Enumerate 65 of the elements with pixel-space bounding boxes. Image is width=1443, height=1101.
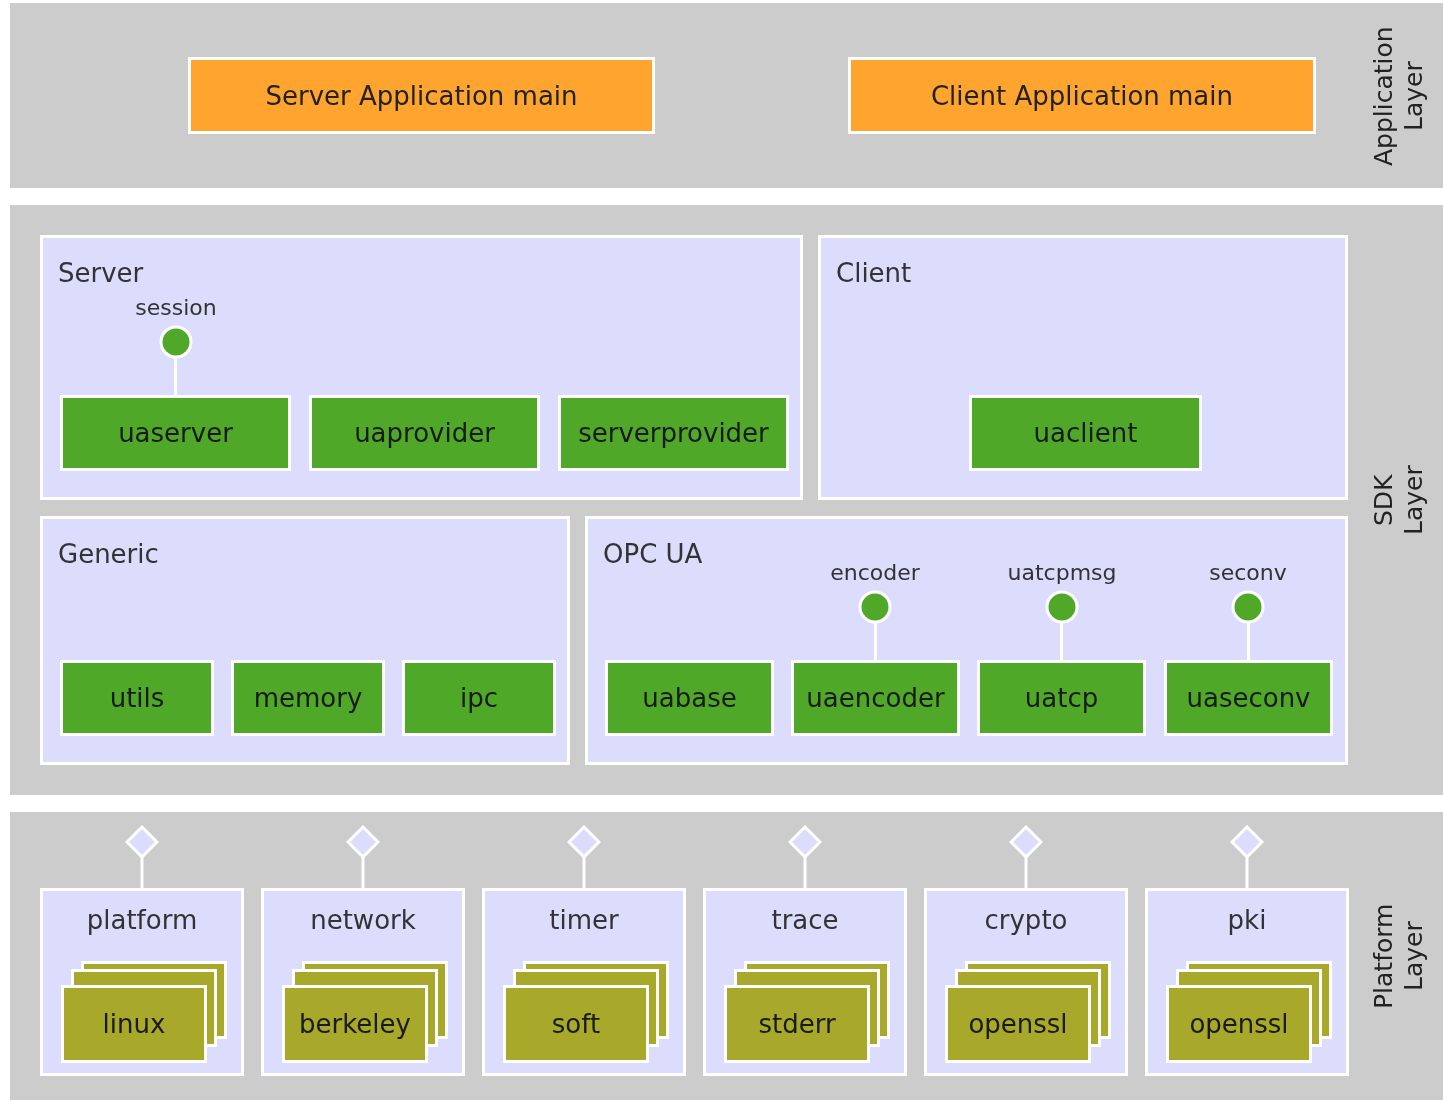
component-box: uaencoder — [791, 660, 960, 736]
component-box: memory — [231, 660, 385, 736]
component-box: uatcp — [977, 660, 1146, 736]
connector-line — [874, 622, 877, 661]
implementation-box: openssl — [945, 985, 1091, 1063]
interface-diamond — [1230, 825, 1264, 859]
group-title: Client — [836, 258, 912, 288]
interface-label: encoder — [830, 560, 920, 587]
layer-title: Platform Layer — [1369, 902, 1429, 1011]
implementation-box: openssl — [1166, 985, 1312, 1063]
interface-diamond — [567, 825, 601, 859]
group-title: timer — [548, 905, 620, 935]
interface-diamond — [1009, 825, 1043, 859]
interface-diamond — [346, 825, 380, 859]
group-title: platform — [85, 905, 199, 935]
platform-module-panel — [1145, 888, 1349, 1076]
implementation-box: linux — [61, 985, 207, 1063]
group-title: Generic — [58, 539, 159, 569]
connector-line — [1024, 857, 1028, 889]
platform-module-panel — [924, 888, 1128, 1076]
connector-line — [174, 357, 177, 396]
connector-line — [803, 857, 807, 889]
group-title: network — [309, 905, 417, 935]
module-group-panel — [818, 235, 1348, 500]
component-box: uaclient — [969, 395, 1202, 471]
group-title: Server — [58, 258, 144, 288]
layer-band — [10, 3, 1443, 188]
platform-module-panel — [40, 888, 244, 1076]
platform-module-panel — [482, 888, 686, 1076]
component-box: uaseconv — [1164, 660, 1333, 736]
module-group-panel — [40, 235, 803, 500]
layer-band — [10, 205, 1443, 795]
component-box: uaprovider — [309, 395, 540, 471]
module-group-panel — [40, 516, 570, 765]
connector-line — [1247, 622, 1250, 661]
connector-line — [1060, 622, 1063, 661]
interface-label: session — [135, 295, 217, 322]
application-box: Server Application main — [188, 57, 655, 134]
layer-band — [10, 812, 1443, 1100]
connector-line — [582, 857, 586, 889]
component-box: uabase — [605, 660, 774, 736]
platform-module-panel — [703, 888, 907, 1076]
interface-label: seconv — [1209, 560, 1287, 587]
group-title: pki — [1226, 905, 1268, 935]
interface-diamond — [788, 825, 822, 859]
implementation-box: soft — [503, 985, 649, 1063]
layer-title: SDK Layer — [1369, 464, 1429, 537]
component-box: utils — [60, 660, 214, 736]
component-box: uaserver — [60, 395, 291, 471]
component-box: ipc — [402, 660, 556, 736]
interface-diamond — [125, 825, 159, 859]
group-title: OPC UA — [603, 539, 703, 569]
implementation-box: stderr — [724, 985, 870, 1063]
connector-line — [361, 857, 365, 889]
implementation-box: berkeley — [282, 985, 428, 1063]
group-title: crypto — [983, 905, 1069, 935]
connector-line — [1245, 857, 1249, 889]
layer-title: Application Layer — [1369, 24, 1429, 168]
connector-line — [140, 857, 144, 889]
component-box: serverprovider — [558, 395, 789, 471]
application-box: Client Application main — [848, 57, 1316, 134]
platform-module-panel — [261, 888, 465, 1076]
interface-label: uatcpmsg — [1007, 560, 1117, 587]
group-title: trace — [770, 905, 840, 935]
module-group-panel — [585, 516, 1348, 765]
